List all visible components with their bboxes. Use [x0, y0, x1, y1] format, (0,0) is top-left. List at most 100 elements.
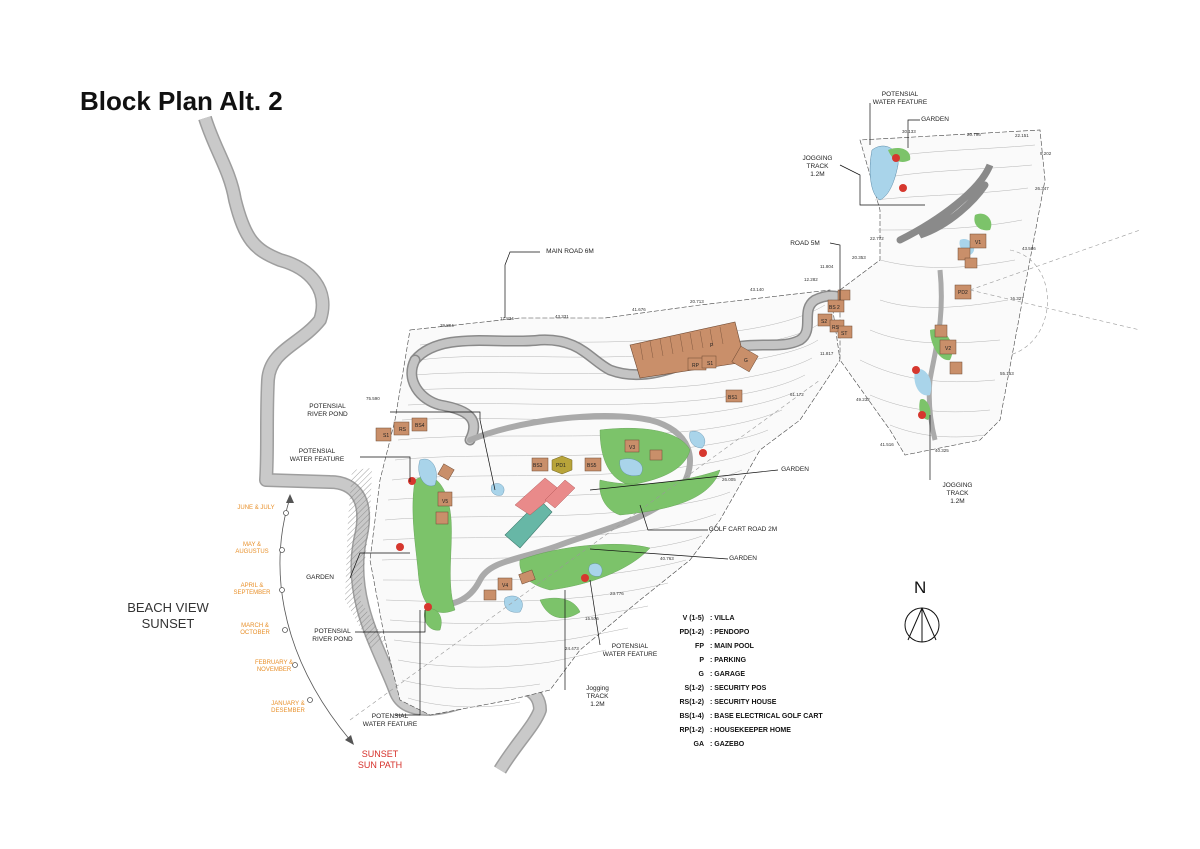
svg-text:61.172: 61.172: [790, 392, 804, 397]
callout-water-center: POTENSIAL WATER FEATURE: [602, 643, 658, 658]
legend-code: GA: [693, 741, 705, 748]
callout-pot-water-top: POTENSIAL WATER FEATURE: [872, 91, 928, 106]
svg-text:16.327: 16.327: [1010, 296, 1024, 301]
building-s1-top: [701, 355, 717, 369]
building-bs4: [411, 417, 428, 432]
building-v4: [497, 577, 513, 591]
callout-jogging-right: JOGGING TRACK 1.2M: [942, 482, 973, 505]
svg-text:BS3: BS3: [533, 463, 543, 469]
page-title: Block Plan Alt. 2: [80, 86, 283, 116]
svg-text:G: G: [744, 358, 748, 364]
building-s1: [375, 427, 392, 442]
sun-path-markers: [279, 510, 313, 703]
svg-text:26.347: 26.347: [1035, 186, 1049, 191]
svg-text:V5: V5: [442, 499, 448, 505]
beach-view-label: BEACH VIEW SUNSET: [127, 600, 209, 631]
month-label: MARCH & OCTOBER: [240, 623, 270, 636]
svg-text:20.353: 20.353: [852, 255, 866, 260]
svg-text:15.576: 15.576: [585, 616, 599, 621]
callout-water-bottom: POTENSIAL WATER FEATURE: [362, 713, 418, 728]
legend-code: FP: [695, 643, 704, 650]
svg-text:RS: RS: [399, 427, 407, 433]
svg-text:43.331: 43.331: [555, 314, 569, 319]
svg-text:S1: S1: [383, 433, 389, 439]
legend-code: RP(1-2): [679, 727, 704, 734]
month-label: JUNE & JULY: [237, 505, 275, 511]
svg-text:49.232: 49.232: [856, 397, 870, 402]
leader-lines: [349, 103, 931, 716]
svg-text:75.590: 75.590: [366, 396, 380, 401]
svg-text:S2: S2: [821, 319, 827, 325]
sun-path-arc: [279, 497, 351, 741]
callout-garden-right-2: GARDEN: [729, 555, 757, 562]
building-st: [837, 325, 853, 339]
legend-desc: : GAZEBO: [710, 741, 745, 748]
building-v5: [437, 491, 453, 507]
building-bs1: [725, 389, 743, 403]
legend-code: S(1-2): [684, 685, 704, 692]
svg-text:24.473: 24.473: [565, 646, 579, 651]
svg-text:11.817: 11.817: [820, 351, 834, 356]
legend-desc: : BASE ELECTRICAL GOLF CART: [710, 713, 823, 720]
gardens: [412, 428, 721, 631]
svg-text:V2: V2: [945, 346, 951, 352]
svg-text:BS 2: BS 2: [829, 305, 840, 311]
callout-river-pond-2: POTENSIAL RIVER POND: [312, 628, 353, 643]
callout-garden-top: GARDEN: [921, 116, 949, 123]
svg-text:20.713: 20.713: [690, 299, 704, 304]
svg-text:BS4: BS4: [415, 423, 425, 429]
callout-water-left: POTENSIAL WATER FEATURE: [289, 448, 345, 463]
legend-code: P: [699, 657, 704, 664]
water-feature-top: [869, 145, 899, 201]
pendopo-pd1: [551, 455, 573, 475]
legend-desc: : SECURITY POS: [710, 685, 767, 692]
building-v1: [969, 233, 987, 249]
svg-text:22.151: 22.151: [1015, 133, 1029, 138]
legend-code: RS(1-2): [679, 699, 704, 706]
svg-text:PD2: PD2: [958, 290, 968, 296]
building-g: [731, 345, 759, 373]
callout-garden-right-1: GARDEN: [781, 466, 809, 473]
svg-text:S1: S1: [707, 361, 713, 367]
month-label: APRIL & SEPTEMBER: [233, 583, 271, 596]
building-v2: [939, 339, 957, 355]
svg-text:12.282: 12.282: [804, 277, 818, 282]
legend-desc: : VILLA: [710, 615, 735, 622]
switchback-road: [896, 163, 994, 244]
svg-text:RS: RS: [832, 325, 840, 331]
svg-text:41.516: 41.516: [880, 442, 894, 447]
svg-text:26.005: 26.005: [722, 477, 736, 482]
svg-text:40.325: 40.325: [935, 448, 949, 453]
svg-text:BS5: BS5: [587, 463, 597, 469]
building-bs2: [827, 299, 845, 313]
garden-top: [888, 148, 911, 162]
svg-text:V1: V1: [975, 240, 981, 246]
legend-desc: : SECURITY HOUSE: [710, 699, 777, 706]
svg-text:30.133: 30.133: [902, 129, 916, 134]
legend-code: G: [698, 671, 704, 678]
svg-text:23.776: 23.776: [610, 591, 624, 596]
legend-code: PD(1-2): [679, 629, 704, 636]
callout-jogging-center: Jogging TRACK 1.2M: [586, 685, 609, 708]
svg-text:V3: V3: [629, 445, 635, 451]
legend-code: BS(1-4): [679, 713, 704, 720]
building-bs3: [531, 457, 549, 472]
callout-jogging-top: JOGGING TRACK 1.2M: [802, 155, 833, 178]
svg-text:PD1: PD1: [556, 463, 566, 469]
legend-desc: : HOUSEKEEPER HOME: [710, 727, 791, 734]
month-label: FEBRUARY & NOVEMBER: [254, 660, 294, 673]
compass-north-label: N: [914, 578, 927, 597]
callout-road-5m: ROAD 5M: [790, 240, 820, 247]
legend-desc: : GARAGE: [710, 671, 745, 678]
svg-text:39.894: 39.894: [440, 323, 454, 328]
svg-text:40.763: 40.763: [660, 556, 674, 561]
svg-text:43.586: 43.586: [1022, 246, 1036, 251]
svg-text:BS1: BS1: [728, 395, 738, 401]
compass-rose: [904, 607, 940, 643]
building-v3: [624, 439, 640, 453]
svg-text:P: P: [710, 343, 714, 349]
svg-text:9.202: 9.202: [1040, 151, 1052, 156]
ponds: [418, 431, 706, 613]
legend-desc: : PARKING: [710, 657, 747, 664]
legend-desc: : MAIN POOL: [710, 643, 754, 650]
